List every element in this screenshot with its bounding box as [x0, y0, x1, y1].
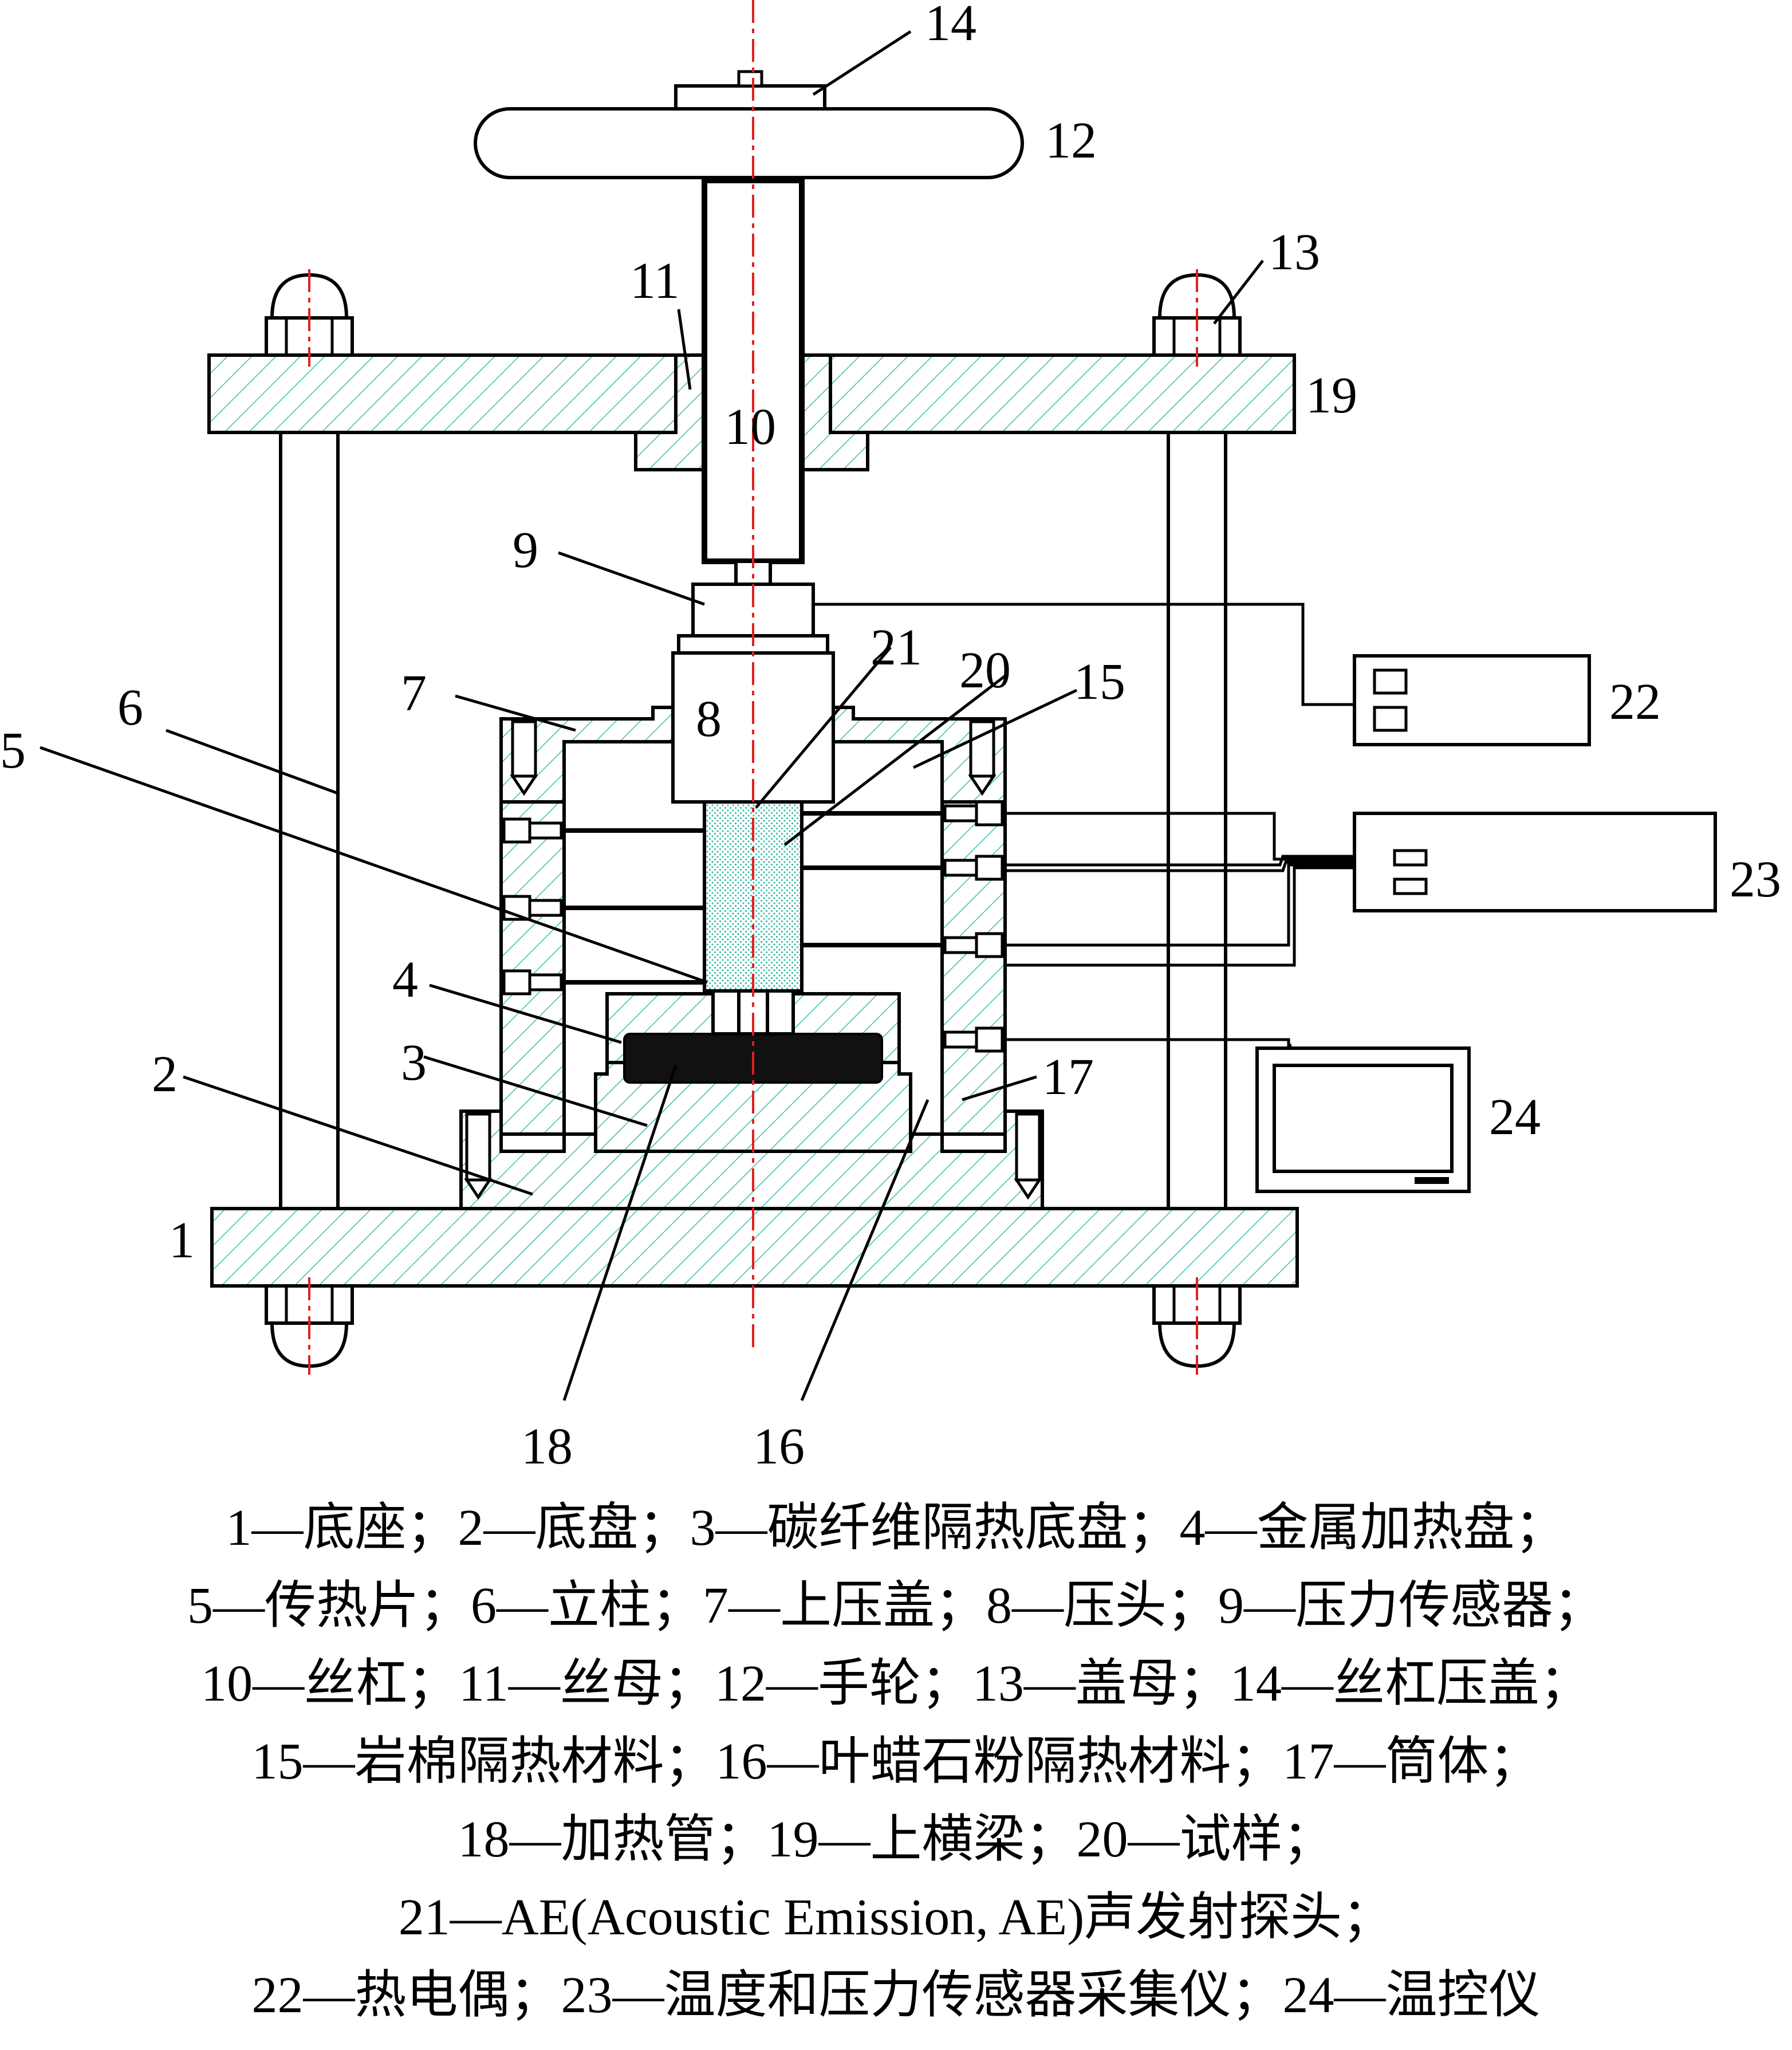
label-17: 17 [1042, 1049, 1094, 1105]
label-19: 19 [1306, 367, 1357, 424]
label-16: 16 [753, 1418, 805, 1475]
label-9: 9 [513, 522, 538, 579]
label-2: 2 [152, 1046, 178, 1103]
center-lines [308, 0, 1198, 1375]
label-21: 21 [871, 619, 922, 676]
cylinder-right-wall [940, 800, 1007, 1136]
label-6: 6 [117, 679, 143, 736]
leader-lines [40, 30, 1264, 1401]
label-13: 13 [1269, 224, 1320, 281]
label-4: 4 [392, 951, 418, 1008]
apparatus-drawing: 1 2 3 4 5 6 7 8 9 10 11 12 13 14 15 16 1… [0, 0, 1781, 1475]
label-7: 7 [401, 665, 427, 722]
label-23: 23 [1730, 851, 1781, 908]
hand-wheel [474, 107, 1024, 179]
label-1: 1 [169, 1212, 195, 1269]
label-24: 24 [1489, 1089, 1541, 1146]
figure-caption: 1—底座；2—底盘；3—碳纤维隔热底盘；4—金属加热盘； 5—传热片；6—立柱；… [0, 1489, 1792, 2035]
temperature-controller [1255, 1046, 1471, 1193]
column-left [279, 431, 340, 1210]
label-12: 12 [1045, 112, 1097, 169]
caption-line: 1—底座；2—底盘；3—碳纤维隔热底盘；4—金属加热盘； [226, 1500, 1566, 1556]
caption-line: 21—AE(Acoustic Emission, AE)声发射探头； [398, 1889, 1394, 1946]
label-11: 11 [630, 253, 680, 309]
label-8: 8 [696, 691, 722, 747]
caption-line: 5—传热片；6—立柱；7—上压盖；8—压头；9—压力传感器； [187, 1577, 1605, 1634]
wires [813, 603, 1357, 1047]
label-15: 15 [1074, 654, 1125, 710]
caption-line: 18—加热管；19—上横梁；20—试样； [458, 1811, 1334, 1868]
label-18: 18 [521, 1418, 573, 1475]
acquisition-instrument [1353, 812, 1717, 912]
lead-screw-cover [674, 84, 826, 111]
column-right [1167, 431, 1227, 1210]
label-3: 3 [401, 1034, 427, 1091]
caption-line: 22—热电偶；23—温度和压力传感器采集仪；24—温控仪 [251, 1967, 1541, 2024]
label-14: 14 [925, 0, 976, 52]
label-10: 10 [724, 399, 776, 455]
thermocouple-rods [564, 811, 942, 985]
top-beam-right [829, 353, 1296, 434]
label-5: 5 [0, 722, 26, 779]
base-plate [210, 1207, 1299, 1288]
cover-knob [737, 70, 763, 88]
top-beam-left [207, 353, 678, 434]
caption-line: 10—丝杠；11—丝母；12—手轮；13—盖母；14—丝杠压盖； [201, 1655, 1591, 1712]
caption-line: 15—岩棉隔热材料；16—叶蜡石粉隔热材料；17—筒体； [251, 1733, 1541, 1790]
label-20: 20 [959, 642, 1011, 699]
wall-fittings [502, 800, 1004, 1053]
label-22: 22 [1609, 674, 1661, 730]
thermocouple-instrument [1353, 654, 1591, 746]
